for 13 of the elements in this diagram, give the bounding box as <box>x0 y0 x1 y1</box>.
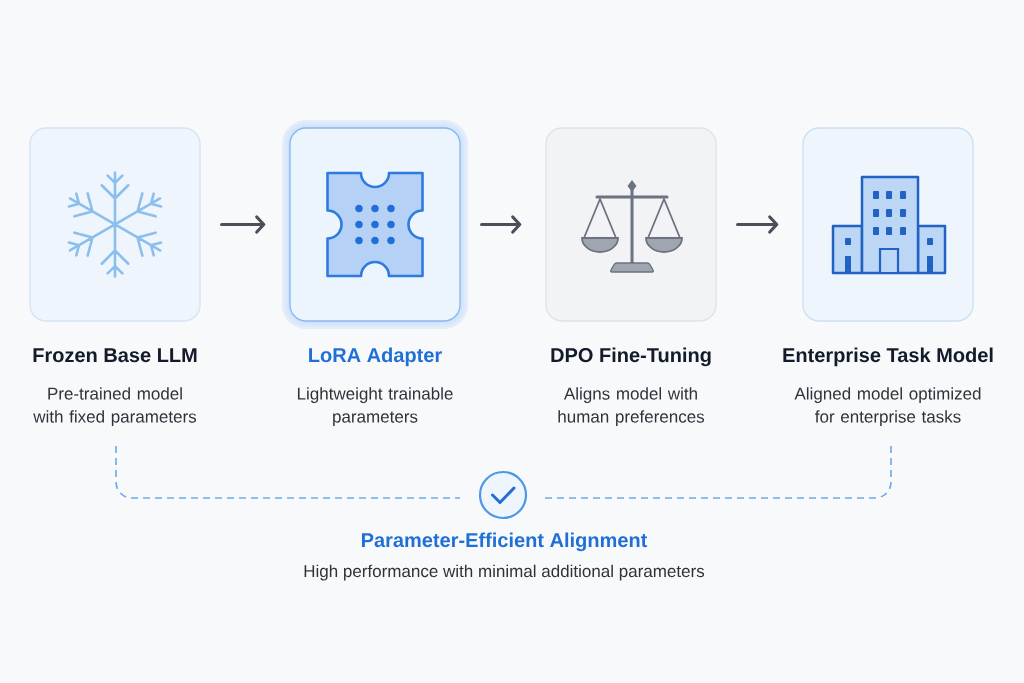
step-description: Aligns model with human preferences <box>558 387 705 427</box>
step-title: Enterprise Task Model <box>783 347 993 367</box>
arrow <box>220 215 266 234</box>
summary-heading: Parameter-Efficient Alignment <box>362 532 648 552</box>
step-title: DPO Fine-Tuning <box>551 347 711 367</box>
step-description: Aligned model optimized for enterprise tasks <box>794 387 981 427</box>
summary-text: High performance with minimal additional parameters <box>304 564 705 581</box>
step-description: Lightweight trainable parameters <box>297 387 453 427</box>
step-title: LoRA Adapter <box>309 347 442 367</box>
step-title: Frozen Base LLM <box>33 348 197 363</box>
step-description: Pre-trained model with fixed parameters <box>33 387 197 427</box>
arrow <box>736 215 779 234</box>
arrow <box>480 215 522 234</box>
